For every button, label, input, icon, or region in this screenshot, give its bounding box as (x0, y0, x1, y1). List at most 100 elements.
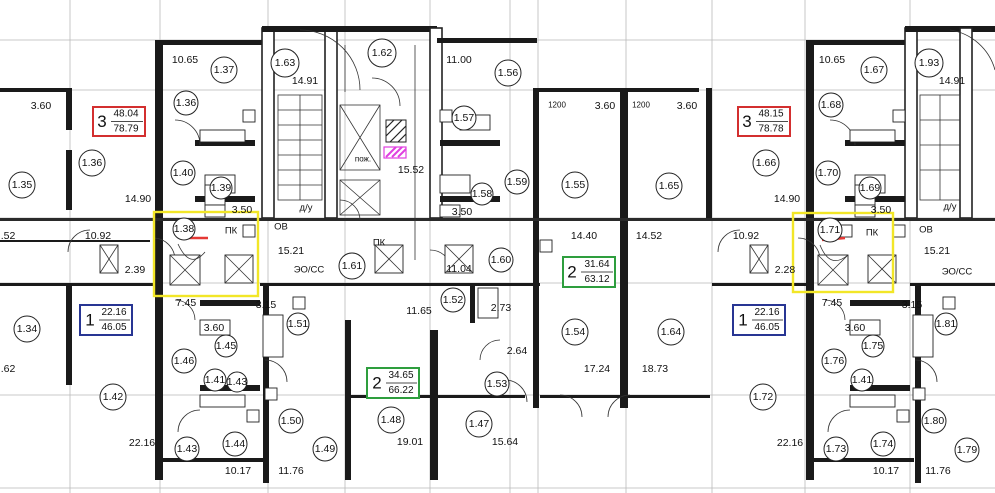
tag-label: д/у (300, 203, 313, 214)
svg-text:1.67: 1.67 (864, 64, 885, 76)
room-marker: 1.46 (171, 348, 197, 374)
room-marker: 1.38 (172, 217, 196, 241)
room-marker: 1.56 (494, 59, 522, 87)
area-label: 11.76 (925, 465, 951, 477)
svg-text:1.76: 1.76 (824, 355, 845, 367)
room-marker: 1.39 (209, 176, 233, 200)
room-marker: 1.48 (377, 406, 405, 434)
room-marker: 1.67 (860, 56, 888, 84)
tech-tags: ПК ПК ПК ОВ ОВ ЭО/СС ЭО/СС д/у д/у пож. (225, 155, 973, 278)
svg-text:1.38: 1.38 (174, 223, 195, 235)
area-labels: 10.65 10.65 14.91 14.91 11.00 3.60 3.60 … (1, 54, 966, 477)
area-label: 14.91 (939, 75, 965, 87)
room-marker: 1.53 (484, 371, 510, 397)
tag-label: пож. (355, 155, 371, 164)
room-marker: 1.35 (8, 171, 36, 199)
area-label: 3.60 (204, 322, 225, 334)
area-label: 1200 (548, 101, 566, 110)
room-marker: 1.69 (858, 176, 882, 200)
svg-text:1.59: 1.59 (507, 176, 528, 188)
highlight-frame-right (791, 211, 895, 294)
room-marker: 1.41 (850, 368, 874, 392)
svg-text:1.36: 1.36 (176, 97, 197, 109)
room-marker: 1.76 (821, 348, 847, 374)
highlight-frame-left (152, 210, 260, 298)
tag-label: ЭО/СС (942, 267, 973, 278)
room-marker: 1.37 (210, 56, 238, 84)
room-marker: 1.45 (214, 334, 238, 358)
svg-text:1.55: 1.55 (565, 179, 586, 191)
stair-core (277, 29, 995, 260)
svg-text:1.73: 1.73 (826, 443, 847, 455)
svg-text:1.52: 1.52 (443, 294, 464, 306)
area-label: 15.64 (492, 436, 518, 448)
room-marker: 1.40 (170, 160, 196, 186)
svg-text:1.41: 1.41 (205, 374, 226, 386)
svg-text:1.64: 1.64 (661, 326, 682, 338)
area-label: 2.39 (125, 264, 146, 276)
room-marker: 1.54 (561, 318, 589, 346)
room-marker: 1.49 (312, 436, 338, 462)
area-label: 10.65 (819, 54, 845, 66)
svg-text:1.46: 1.46 (174, 355, 195, 367)
area-label: 22.16 (129, 437, 155, 449)
room-marker: 1.51 (286, 312, 310, 336)
area-label: .62 (1, 363, 16, 375)
area-label: 11.76 (278, 465, 304, 477)
area-label: 3.50 (452, 206, 473, 218)
apartment-rooms: 1 (738, 311, 747, 330)
area-label: 3.15 (256, 299, 277, 311)
room-marker: 1.57 (451, 105, 477, 131)
apartment-living-area: 34.65 (388, 370, 413, 381)
area-label: 15.21 (924, 245, 950, 257)
area-label: 19.01 (397, 436, 423, 448)
highlight-frames (152, 210, 895, 298)
tag-label: ПК (373, 238, 386, 249)
area-label: 11.00 (446, 54, 472, 66)
room-marker: 1.44 (222, 431, 248, 457)
svg-text:1.74: 1.74 (873, 438, 894, 450)
area-label: 2.73 (491, 302, 512, 314)
apartment-total-area: 78.78 (758, 124, 783, 135)
svg-text:1.37: 1.37 (214, 64, 235, 76)
area-label: 3.60 (31, 100, 52, 112)
svg-text:1.65: 1.65 (659, 180, 680, 192)
svg-text:1.93: 1.93 (919, 57, 940, 69)
room-marker: 1.42 (99, 383, 127, 411)
svg-text:1.51: 1.51 (288, 318, 309, 330)
room-marker: 1.70 (815, 160, 841, 186)
svg-text:1.43: 1.43 (227, 376, 248, 388)
svg-text:1.69: 1.69 (860, 182, 881, 194)
svg-text:1.50: 1.50 (281, 415, 302, 427)
area-label: 11.65 (406, 305, 432, 317)
area-label: 14.90 (125, 193, 151, 205)
room-marker: 1.52 (440, 287, 466, 313)
area-label: 10.17 (873, 465, 899, 477)
room-markers: 1.35 1.36 1.36 1.37 1.39 1.40 1.41 1.42 … (8, 38, 980, 463)
svg-text:1.56: 1.56 (498, 67, 519, 79)
room-marker: 1.81 (934, 312, 958, 336)
area-label: 3.60 (845, 322, 866, 334)
apartment-1room-right: 1 22.16 46.05 (732, 304, 786, 336)
svg-text:1.49: 1.49 (315, 443, 336, 455)
area-label: 14.40 (571, 230, 597, 242)
room-marker: 1.72 (749, 383, 777, 411)
tag-label: ОВ (274, 222, 288, 233)
room-marker: 1.60 (488, 247, 514, 273)
area-label: 3.50 (871, 204, 892, 216)
room-marker: 1.47 (465, 410, 493, 438)
room-marker: 1.36 (173, 90, 199, 116)
room-marker: 1.34 (13, 315, 41, 343)
room-marker: 1.79 (954, 437, 980, 463)
tag-label: д/у (944, 202, 957, 213)
svg-text:1.81: 1.81 (936, 318, 957, 330)
svg-text:1.63: 1.63 (275, 57, 296, 69)
svg-text:1.66: 1.66 (756, 157, 777, 169)
svg-text:1.60: 1.60 (491, 254, 512, 266)
area-label: 17.24 (584, 363, 610, 375)
area-label: 2.28 (775, 264, 796, 276)
room-marker: 1.65 (655, 172, 683, 200)
svg-text:1.57: 1.57 (454, 112, 475, 124)
tag-label: ПК (866, 228, 879, 239)
apartment-3room-right: 3 48.15 78.78 (737, 106, 791, 137)
